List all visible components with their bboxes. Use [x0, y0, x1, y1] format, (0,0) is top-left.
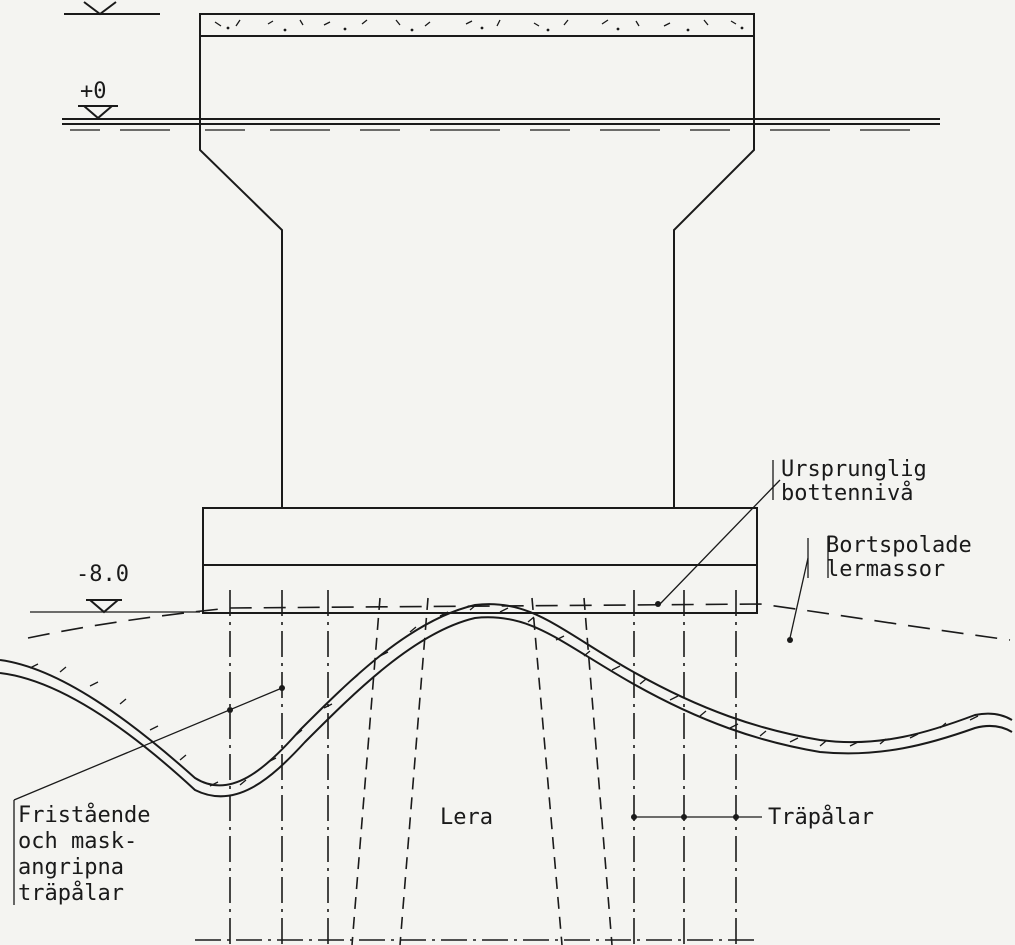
deck-slab — [199, 13, 755, 37]
concrete-texture — [214, 19, 744, 32]
top-level-marker — [64, 1, 160, 16]
bottom-level-label: -8.0 — [76, 562, 129, 587]
bortspolade-label-1: Bortspolade — [826, 533, 972, 558]
pile — [399, 597, 429, 945]
water-surface — [62, 118, 940, 131]
pile — [351, 597, 381, 945]
leader-lines — [13, 460, 829, 905]
zero-level-label: +0 — [80, 79, 107, 104]
ursprunglig-label-1: Ursprunglig — [781, 457, 927, 482]
fristaende-label-1: Fristående — [18, 802, 150, 828]
bottom-level-marker: -8.0 — [30, 562, 200, 614]
trapalar-label: Träpålar — [768, 804, 874, 830]
pile — [531, 597, 563, 945]
fristaende-label-4: träpålar — [18, 880, 124, 906]
zero-level-marker: +0 — [78, 79, 118, 120]
labels: Ursprunglig bottennivå Bortspolade lerma… — [18, 457, 972, 906]
pier-outline — [199, 36, 755, 508]
original-bottom-line — [27, 603, 1011, 641]
pile — [583, 597, 613, 945]
lera-label: Lera — [440, 805, 493, 830]
clay-surface — [0, 603, 1013, 798]
fristaende-label-3: angripna — [18, 855, 124, 880]
wooden-piles — [229, 590, 737, 945]
footing — [202, 507, 758, 614]
fristaende-label-2: och mask- — [18, 829, 137, 854]
ursprunglig-label-2: bottennivå — [781, 480, 913, 506]
bortspolade-label-2: lermassor — [826, 557, 945, 582]
